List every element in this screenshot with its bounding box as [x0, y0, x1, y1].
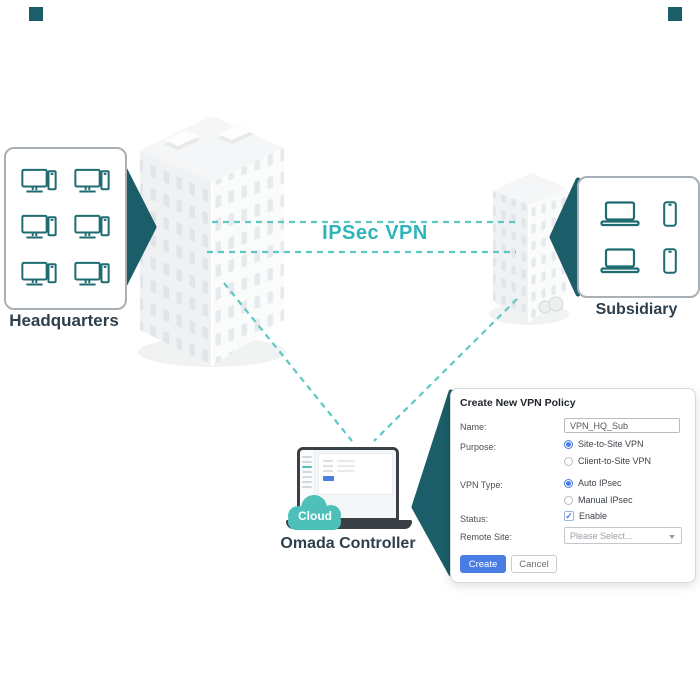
smartphone-icon [662, 200, 677, 227]
headquarters-box [4, 147, 127, 310]
controller-laptop-base [286, 520, 412, 529]
desktop-pc-icon [21, 215, 57, 239]
status-enable-option[interactable]: ✓ Enable [564, 511, 608, 521]
subsidiary-label: Subsidiary [595, 301, 678, 318]
desktop-pc-icon [74, 215, 110, 239]
radio-selected-icon[interactable] [564, 478, 573, 488]
desktop-pc-icon [21, 169, 57, 193]
chevron-down-icon [669, 535, 675, 539]
subsidiary-box [577, 176, 700, 298]
name-input[interactable] [564, 418, 680, 433]
purpose-label: Purpose: [460, 442, 497, 452]
cloud-label: Cloud [298, 509, 332, 523]
laptop-icon [600, 200, 640, 226]
vpn-type-label: VPN Type: [460, 480, 503, 490]
controller-ui-mini-button [323, 476, 334, 481]
corner-marker-right [668, 7, 682, 21]
purpose-option-site-to-site[interactable]: Site-to-Site VPN [564, 439, 644, 449]
ipsec-vpn-label: IPSec VPN [322, 222, 428, 244]
cloud-badge: Cloud [283, 492, 347, 541]
checkbox-checked-icon[interactable]: ✓ [564, 511, 574, 521]
radio-unselected-icon[interactable] [564, 456, 573, 466]
create-button[interactable]: Create [460, 555, 506, 573]
vpn-type-option-manual-ipsec[interactable]: Manual IPsec [564, 495, 633, 505]
cloud-icon [288, 495, 341, 530]
omada-controller-label: Omada Controller [280, 535, 416, 552]
name-label: Name: [460, 422, 487, 432]
laptop-icon [600, 247, 640, 273]
panel-connector-arrow [411, 389, 454, 577]
radio-selected-icon[interactable] [564, 439, 573, 449]
create-vpn-policy-dialog: Create New VPN Policy Name: Purpose: Sit… [450, 388, 696, 583]
dialog-title: Create New VPN Policy [460, 397, 576, 409]
radio-unselected-icon[interactable] [564, 495, 573, 505]
status-label: Status: [460, 514, 489, 524]
headquarters-label: Headquarters [9, 311, 119, 330]
remote-site-placeholder: Please Select... [570, 530, 633, 541]
desktop-pc-icon [74, 261, 110, 286]
desktop-pc-icon [74, 169, 110, 193]
remote-site-label: Remote Site: [460, 532, 513, 542]
purpose-option-client-to-site[interactable]: Client-to-Site VPN [564, 456, 651, 466]
desktop-pc-icon [21, 261, 57, 286]
cancel-button[interactable]: Cancel [511, 555, 557, 573]
corner-marker-left [29, 7, 43, 21]
smartphone-icon [662, 247, 677, 274]
vpn-type-option-auto-ipsec[interactable]: Auto IPsec [564, 478, 622, 488]
remote-site-select[interactable]: Please Select... [564, 527, 682, 544]
